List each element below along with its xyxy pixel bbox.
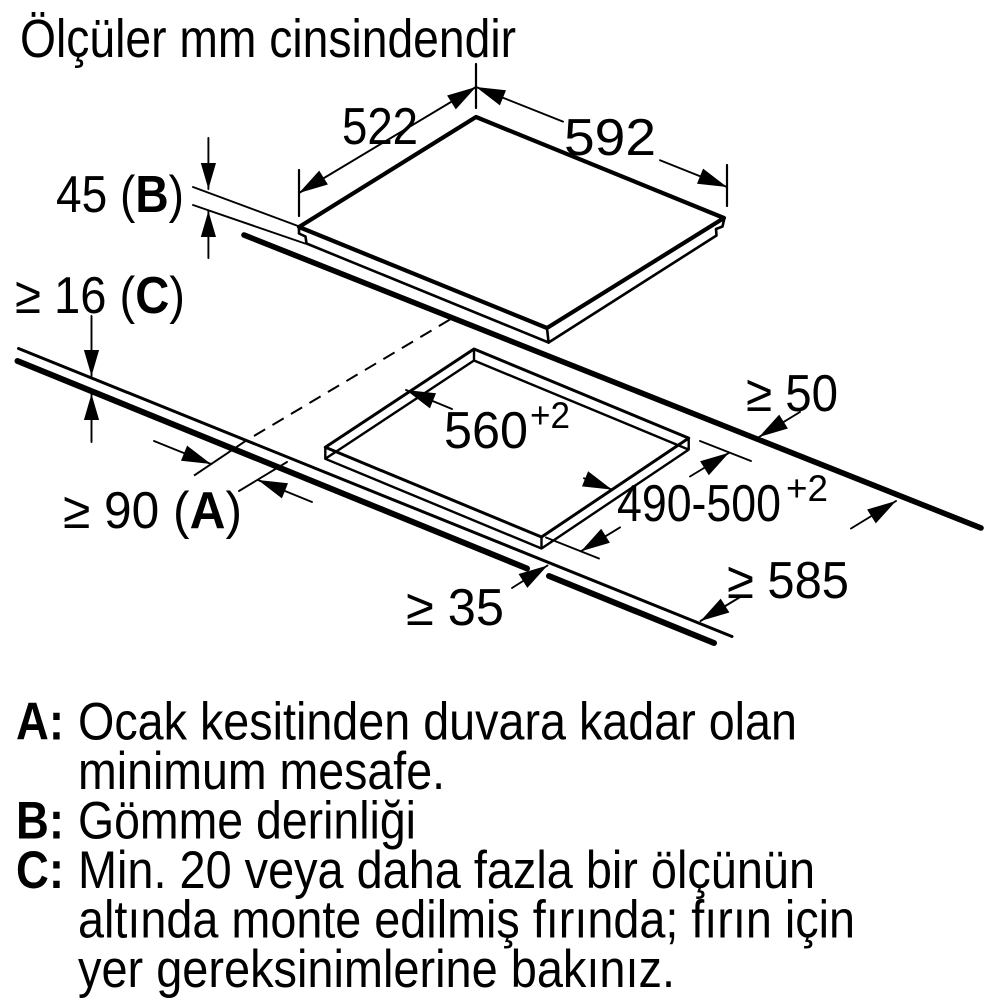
cooktop-right-underside-profile: [547, 218, 726, 344]
cooktop-left-underside-profile: [297, 227, 550, 344]
dim-490-arrowhead-right: [700, 452, 729, 476]
note-text: Ocak kesitinden duvara kadar olan: [78, 693, 797, 752]
note-letter: A:: [16, 693, 64, 752]
worktop-drawing: [14, 232, 984, 646]
dim-45-label: 45 (B): [56, 166, 184, 224]
dimension-labels: Ölçüler mm cinsindendir 522 592 45 (B) ≥…: [15, 9, 849, 637]
dim-45-extension-upper: [192, 186, 299, 227]
dim-585-arrowhead-upper: [867, 501, 896, 524]
dim-560-label: 560: [444, 402, 528, 460]
dim-585-arrowhead-lower: [700, 598, 730, 621]
legend-notes: A:Ocak kesitinden duvara kadar olan mini…: [16, 693, 855, 1000]
dim-560-arrowhead-left: [406, 390, 436, 409]
dim-522-line: [298, 86, 477, 194]
worktop-back-edge: [241, 232, 984, 531]
note-text: altında monte edilmiş fırında; fırın içi…: [78, 891, 855, 950]
dim-585-label: ≥ 585: [727, 552, 849, 610]
dim-560-arrowhead-right: [582, 471, 612, 490]
dim-490-label: 490-500: [617, 475, 781, 533]
dim-90-cutout-edge-extension: [238, 461, 288, 492]
dim-490-extension-front: [545, 536, 600, 560]
dim-490-arrowhead-front: [581, 528, 610, 552]
note-letter: C:: [16, 841, 64, 900]
dim-490-tolerance: +2: [786, 468, 828, 509]
dim-522-arrowhead-top: [447, 87, 476, 110]
dim-16-arrowhead-down: [83, 350, 100, 376]
wall-reference-dashed-line: [245, 318, 451, 442]
dim-90-arrowhead-right: [258, 480, 288, 499]
dim-50-label: ≥ 50: [746, 365, 838, 423]
worktop-front-edge-top: [17, 347, 734, 638]
dim-35-label: ≥ 35: [406, 579, 504, 637]
note-text: Min. 20 veya daha fazla bir ölçünün: [78, 841, 815, 900]
dim-90-line-right: [257, 479, 313, 503]
dim-522-label: 522: [342, 98, 418, 156]
dim-592-label: 592: [564, 109, 656, 167]
cooktop-front-corner-edge: [545, 328, 550, 344]
dim-50-arrowhead: [759, 414, 788, 437]
note-text: yer gereksinimlerine bakınız.: [78, 940, 675, 999]
dim-90-label: ≥ 90 (A): [63, 482, 242, 540]
dim-45-arrowhead-up: [200, 211, 216, 237]
diagram-title: Ölçüler mm cinsindendir: [20, 9, 516, 69]
cooktop-glass-top-outline: [296, 114, 727, 331]
dim-522-arrowhead-left: [299, 170, 328, 193]
dim-560-tolerance: +2: [530, 395, 570, 436]
note-text: minimum mesafe.: [78, 742, 445, 801]
dim-16-label: ≥ 16 (C): [15, 267, 185, 325]
dim-490-extension-right: [699, 440, 752, 462]
dim-45-extension-lower: [192, 204, 306, 245]
dim-35-arrowhead: [518, 565, 548, 588]
cooktop-drawing: [296, 114, 727, 344]
dimension-annotations: [83, 62, 897, 622]
dim-16-arrowhead-up: [83, 394, 100, 420]
wall-reference-line-tail: [193, 439, 247, 477]
worktop-front-edge-bottom-right: [546, 573, 717, 646]
dim-592-arrowhead-right: [697, 168, 727, 187]
worktop-front-edge-bottom-left: [14, 358, 530, 572]
note-letter: B:: [16, 792, 64, 851]
note-text: Gömme derinliği: [78, 792, 416, 851]
dim-45-arrowhead-down: [200, 163, 216, 189]
dim-592-arrowhead-top: [476, 87, 506, 106]
dim-90-arrowhead-left: [181, 445, 211, 464]
